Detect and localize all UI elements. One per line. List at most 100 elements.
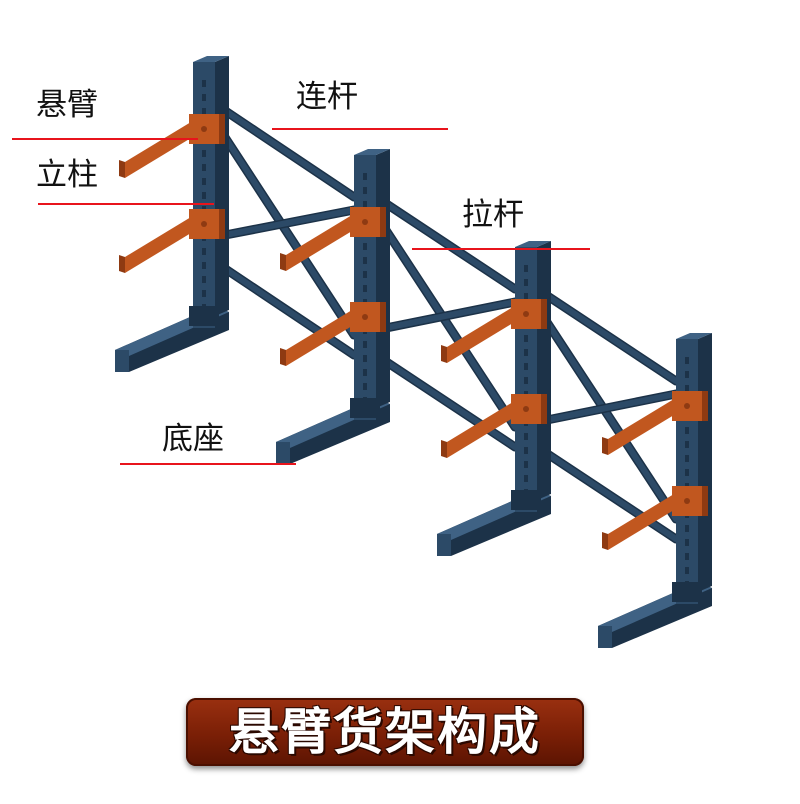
cantilever-arm-3-1 [447, 307, 513, 363]
column-hole [202, 262, 206, 269]
column-hole [524, 447, 528, 454]
brace-rod-cross-1 [212, 207, 357, 240]
leader-line-base [120, 463, 296, 465]
leader-line-column [38, 203, 214, 205]
column-side-4 [698, 333, 712, 592]
column-hole [685, 567, 689, 574]
column-hole [202, 94, 206, 101]
column-hole [202, 164, 206, 171]
cantilever-arm-4-2 [608, 494, 674, 550]
column-hole [363, 201, 367, 208]
column-hole [202, 150, 206, 157]
arm-bracket-side-4-1 [702, 391, 708, 421]
arm-bolt-4-1 [684, 403, 690, 409]
column-hole [363, 355, 367, 362]
arm-bracket-side-2-2 [380, 302, 386, 332]
column-hole [685, 553, 689, 560]
column-hole [524, 475, 528, 482]
arm-bolt-3-2 [523, 406, 529, 412]
cantilever-arm-3-2 [447, 402, 513, 458]
column-hole [363, 173, 367, 180]
arm-bracket-side-3-1 [541, 299, 547, 329]
column-hole [524, 433, 528, 440]
base-end-2 [276, 442, 290, 464]
connecting-rod-upper-3 [534, 286, 679, 384]
arm-bracket-side-4-2 [702, 486, 708, 516]
column-cap-4 [676, 333, 712, 339]
cantilever-arm-tip-2-1 [280, 253, 286, 271]
column-hole [363, 243, 367, 250]
column-foot-2 [350, 398, 380, 418]
label-cantilever-arm: 悬臂 [36, 87, 98, 123]
label-connecting-rod: 连杆 [296, 79, 358, 115]
column-hole [202, 80, 206, 87]
cantilever-arm-4-1 [608, 399, 674, 455]
leader-line-connecting-rod [272, 128, 448, 130]
cantilever-arm-tip-3-1 [441, 345, 447, 363]
cantilever-arm-tip-2-2 [280, 348, 286, 366]
column-hole [685, 357, 689, 364]
column-cap-3 [515, 241, 551, 247]
column-hole [363, 383, 367, 390]
column-hole [524, 265, 528, 272]
brace-rod-diagonal-3 [534, 304, 679, 522]
cantilever-arm-tip-3-2 [441, 440, 447, 458]
column-side-3 [537, 241, 551, 500]
column-hole [363, 369, 367, 376]
arm-bolt-2-2 [362, 314, 368, 320]
column-hole [685, 441, 689, 448]
arm-bolt-3-1 [523, 311, 529, 317]
column-foot-4 [672, 582, 702, 602]
column-hole [685, 385, 689, 392]
column-cap-2 [354, 149, 390, 155]
column-hole [524, 349, 528, 356]
column-hole [524, 377, 528, 384]
base-end-1 [115, 350, 129, 372]
column-hole [685, 427, 689, 434]
column-hole [524, 461, 528, 468]
column-hole [685, 455, 689, 462]
column-hole [685, 525, 689, 532]
base-end-4 [598, 626, 612, 648]
column-side-1 [215, 56, 229, 316]
column-side-2 [376, 149, 390, 408]
label-column: 立柱 [36, 157, 98, 193]
column-hole [363, 257, 367, 264]
cantilever-arm-tip-1-2 [119, 255, 125, 273]
column-hole [685, 539, 689, 546]
arm-bracket-side-1-2 [219, 209, 225, 239]
column-hole [202, 192, 206, 199]
title-banner: 悬臂货架构成 [186, 698, 584, 766]
connecting-rod-lower-3 [534, 444, 679, 542]
cantilever-arm-2-1 [286, 215, 352, 271]
arm-bolt-2-1 [362, 219, 368, 225]
column-hole [363, 285, 367, 292]
cantilever-arm-1-2 [125, 217, 191, 273]
connecting-rod-upper-2 [373, 194, 518, 292]
connecting-rod-lower-2 [373, 352, 518, 450]
leader-line-cantilever-arm [12, 138, 198, 140]
column-cap-1 [193, 56, 229, 62]
leader-line-brace-rod [412, 248, 590, 250]
connecting-rod-lower-1 [212, 259, 357, 358]
cantilever-arm-tip-4-2 [602, 532, 608, 550]
column-foot-1 [189, 306, 219, 326]
connecting-rod-upper-1 [212, 101, 357, 200]
column-hole [202, 290, 206, 297]
arm-bolt-4-2 [684, 498, 690, 504]
column-hole [202, 178, 206, 185]
column-hole [524, 335, 528, 342]
column-hole [524, 293, 528, 300]
cantilever-arm-tip-4-1 [602, 437, 608, 455]
arm-bracket-side-1-1 [219, 114, 225, 144]
cantilever-arm-2-2 [286, 310, 352, 366]
column-hole [685, 371, 689, 378]
column-hole [363, 271, 367, 278]
column-hole [524, 279, 528, 286]
column-hole [202, 108, 206, 115]
brace-rod-diagonal-1 [212, 119, 357, 338]
column-hole [524, 363, 528, 370]
arm-bolt-1-2 [201, 221, 207, 227]
brace-rod-cross-2 [373, 299, 518, 333]
